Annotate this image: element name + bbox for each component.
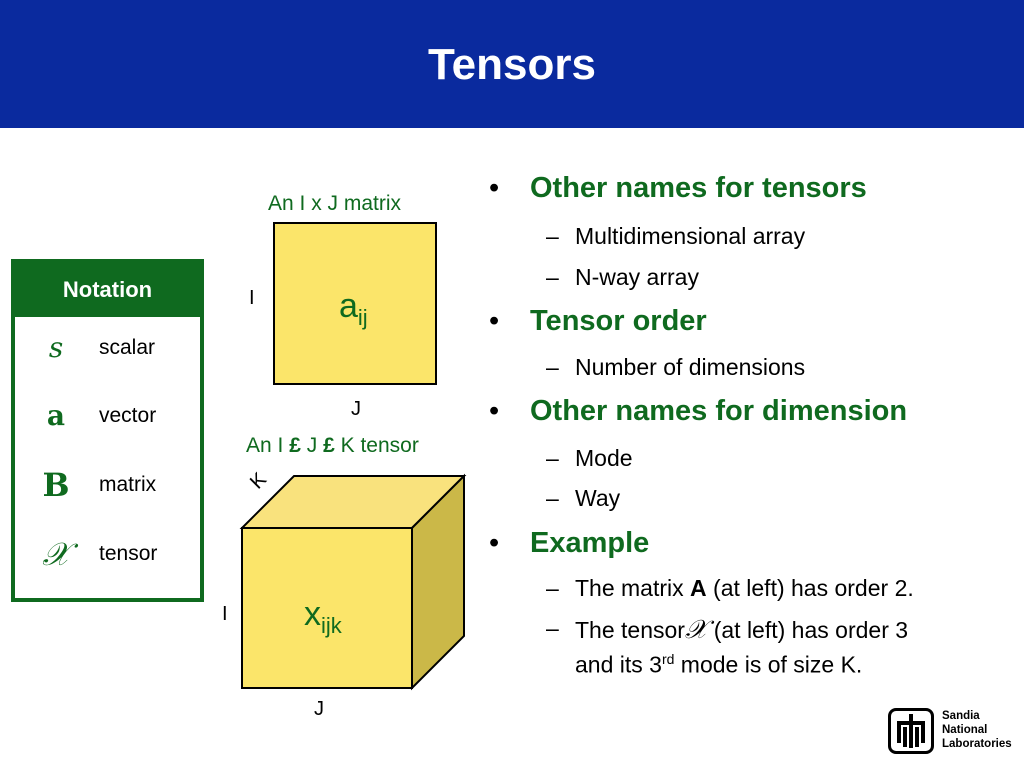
- dash-glyph: –: [546, 575, 559, 601]
- logo-line-laboratories: Laboratories: [942, 738, 1012, 750]
- tensor-example-post: (at left) has order 3: [713, 617, 909, 643]
- bullet-title: Example: [530, 527, 650, 559]
- tensor-example-line2-post: mode is of size K.: [680, 651, 863, 678]
- bullet-glyph: •: [489, 305, 500, 337]
- tensor-example-superscript: rd: [661, 651, 675, 667]
- matrix-col-axis-label: J: [351, 398, 361, 420]
- tensor-cube: [239, 473, 467, 691]
- dash-glyph: –: [546, 615, 559, 641]
- tensor-caption: An I £ J £ K tensor: [246, 434, 419, 458]
- notation-label-matrix: matrix: [99, 473, 157, 496]
- subbullet-text: and its 3rd mode is of size K.: [575, 651, 862, 679]
- notation-row-matrix: B matrix: [15, 465, 200, 505]
- logo-text: Sandia National Laboratories: [942, 709, 1012, 751]
- subbullet-text: The tensor𝒳 (at left) has order 3: [575, 615, 908, 646]
- logo-line-sandia: Sandia: [942, 710, 980, 722]
- sandia-thunderbird-icon: [888, 708, 934, 754]
- subbullet-text: Way: [575, 485, 621, 511]
- matrix-example-pre: The matrix: [575, 575, 684, 601]
- subbullet-text: N-way array: [575, 264, 699, 290]
- bold-a-symbol-icon: a: [46, 399, 66, 432]
- bullet-glyph: •: [489, 395, 500, 427]
- bullet-title: Other names for tensors: [530, 172, 867, 204]
- matrix-element-subscript: ij: [357, 305, 368, 330]
- subbullet-text: Multidimensional array: [575, 223, 806, 249]
- matrix-caption: An I x J matrix: [268, 192, 402, 215]
- slide-title: Tensors: [428, 40, 596, 89]
- subbullet-text: The matrix A (at left) has order 2.: [575, 575, 914, 602]
- notation-legend: Notation s scalar a vector B matrix 𝒳 te…: [11, 259, 204, 602]
- matrix-example-bold-A: A: [690, 575, 707, 601]
- script-X-symbol-icon: 𝒳: [42, 535, 70, 573]
- tensor-caption-part2: J: [306, 434, 318, 457]
- sandia-logo: Sandia National Laboratories: [888, 706, 1018, 758]
- notation-row-scalar: s scalar: [15, 328, 200, 368]
- dash-glyph: –: [546, 445, 559, 471]
- subbullet-text: Number of dimensions: [575, 354, 806, 380]
- dash-glyph: –: [546, 485, 559, 511]
- notation-header: Notation: [15, 263, 200, 317]
- tensor-element-base: x: [304, 595, 321, 633]
- subbullet-text: Mode: [575, 445, 633, 471]
- tensor-caption-sep1: £: [289, 434, 301, 457]
- matrix-example-post: (at left) has order 2.: [713, 575, 914, 601]
- tensor-example-pre: The tensor: [575, 617, 685, 643]
- notation-row-vector: a vector: [15, 396, 200, 436]
- bullet-title: Other names for dimension: [530, 395, 908, 427]
- dash-glyph: –: [546, 223, 559, 249]
- title-bar: Tensors: [0, 0, 1024, 128]
- matrix-element-base: a: [339, 287, 358, 325]
- matrix-element-label: aij: [339, 286, 368, 338]
- tensor-element-label: xijk: [304, 594, 342, 646]
- tensor-element-subscript: ijk: [321, 613, 342, 638]
- tensor-caption-part1: An I: [246, 434, 284, 457]
- tensor-example-line2-pre: and its 3: [575, 651, 662, 678]
- dash-glyph: –: [546, 354, 559, 380]
- notation-label-vector: vector: [99, 404, 157, 427]
- italic-s-symbol-icon: s: [48, 331, 64, 364]
- notation-label-scalar: scalar: [99, 336, 156, 359]
- dash-glyph: –: [546, 264, 559, 290]
- logo-line-national: National: [942, 724, 988, 736]
- notation-label-tensor: tensor: [99, 542, 158, 565]
- bullet-title: Tensor order: [530, 305, 707, 337]
- matrix-row-axis-label: I: [249, 287, 255, 309]
- bullet-glyph: •: [489, 172, 500, 204]
- tensor-caption-sep2: £: [323, 434, 335, 457]
- matrix-square: [273, 222, 437, 385]
- script-X-icon: 𝒳: [684, 615, 708, 645]
- tensor-caption-part3: K tensor: [340, 434, 419, 457]
- tensor-col-axis-label: J: [314, 698, 324, 720]
- bold-B-symbol-icon: B: [42, 466, 70, 504]
- notation-row-tensor: 𝒳 tensor: [15, 534, 200, 574]
- tensor-row-axis-label: I: [222, 603, 228, 625]
- cube-front-face: [241, 527, 413, 689]
- bullet-glyph: •: [489, 527, 500, 559]
